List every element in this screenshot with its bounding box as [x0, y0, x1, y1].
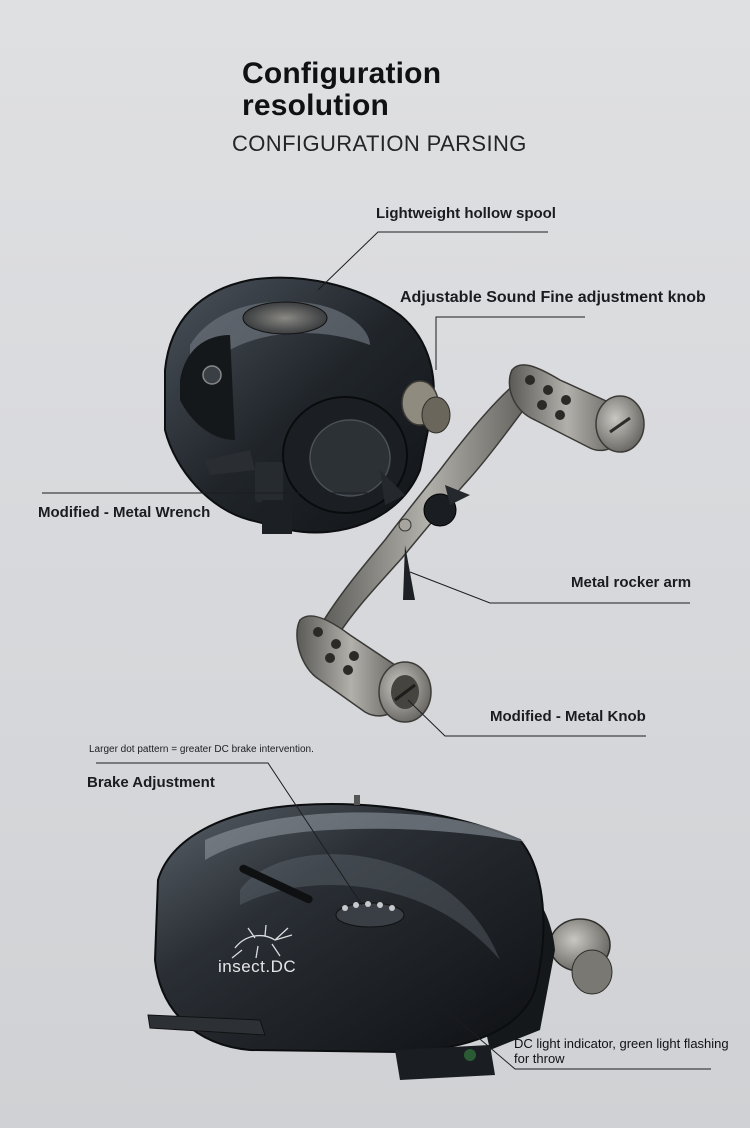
dc-indicator-light: [464, 1049, 476, 1061]
label-metal-knob: Modified - Metal Knob: [490, 708, 646, 725]
label-rocker-arm: Metal rocker arm: [571, 574, 692, 591]
page-title: Configuration resolution: [242, 57, 442, 122]
brand-text: insect.DC: [218, 957, 296, 976]
label-spool: Lightweight hollow spool: [376, 205, 556, 222]
insect-logo: [231, 924, 293, 959]
leader-lines: [42, 231, 711, 1070]
upper-handle-knob: [508, 364, 645, 453]
label-dot-note: Larger dot pattern = greater DC brake in…: [89, 744, 314, 755]
label-wrench: Modified - Metal Wrench: [38, 504, 211, 521]
top-reel: [164, 276, 645, 723]
page-subtitle: CONFIGURATION PARSING: [232, 131, 527, 156]
bottom-reel: insect.DC: [147, 795, 613, 1080]
lower-handle-knob: [296, 615, 432, 723]
label-brake-adjustment: Brake Adjustment: [87, 774, 215, 791]
label-dc-light: DC light indicator, green light flashing…: [514, 1036, 729, 1066]
label-sound-knob: Adjustable Sound Fine adjustment knob: [400, 289, 706, 306]
brake-dial: [335, 901, 405, 928]
